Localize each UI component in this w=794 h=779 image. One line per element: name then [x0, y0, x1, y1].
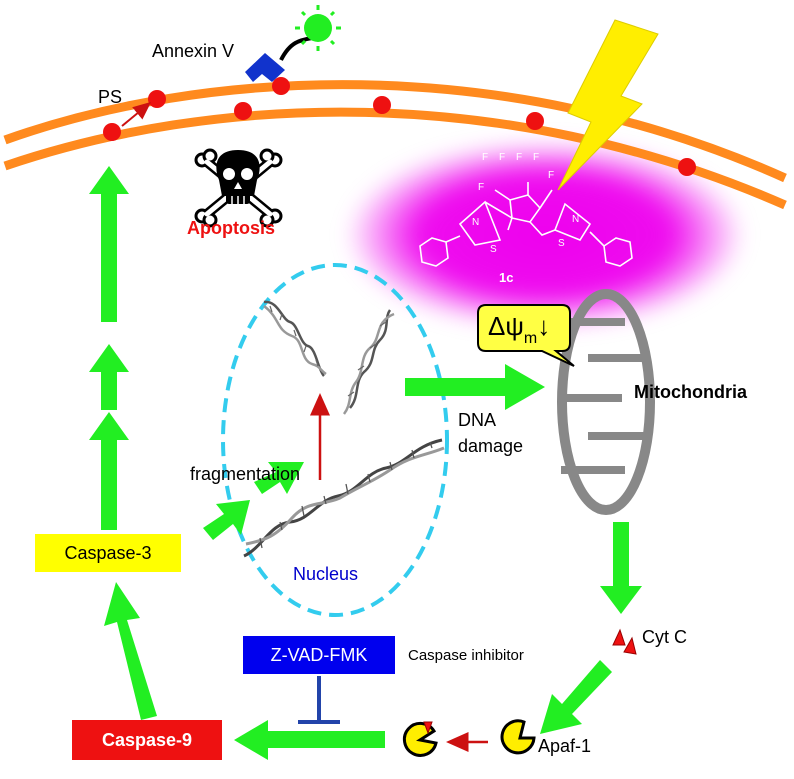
arrow-mito-down: [600, 522, 642, 614]
delta-psi-sub: m: [523, 330, 538, 347]
compound-1c-structure: [419, 182, 633, 267]
atom-n: N: [572, 214, 579, 225]
arrow-caspase3-up-2: [89, 344, 129, 410]
cytc-label: Cyt C: [642, 627, 687, 647]
arrow-casp9-casp3: [104, 582, 157, 720]
dna-icon: [342, 309, 395, 415]
arrow-fragmentation-1: [203, 500, 250, 540]
arrow-apaf-casp9: [234, 720, 385, 760]
membrane-outer: [3, 80, 787, 183]
zvad-box: Z-VAD-FMK: [243, 636, 395, 674]
atom-f: F: [533, 152, 539, 163]
atom-n: N: [472, 217, 479, 228]
apaf1-label: Apaf-1: [538, 736, 592, 756]
ps-label: PS: [98, 87, 123, 107]
compound-atom-labels: F F F F F F N N S S: [472, 152, 579, 255]
ps-dot: [103, 123, 121, 141]
sun-icon: [295, 5, 341, 51]
caspase3-label: Caspase-3: [64, 542, 152, 563]
atom-f: F: [482, 152, 488, 163]
apaf-icon: [402, 719, 536, 757]
caspase9-label: Caspase-9: [101, 729, 193, 750]
nucleus-outline: [221, 263, 449, 617]
inhibition-bar: [298, 676, 340, 724]
atom-f: F: [516, 152, 522, 163]
arrow-dna-damage: [405, 364, 545, 410]
arrow-caspase3-up-3: [89, 166, 129, 322]
ps-flip-arrow: [121, 101, 152, 127]
atom-s: S: [558, 238, 565, 249]
zvad-label: Z-VAD-FMK: [270, 644, 368, 665]
delta-psi-arrow: ↓: [537, 311, 551, 341]
atom-f: F: [548, 170, 554, 181]
annexin-label: Annexin V: [152, 41, 235, 61]
atom-f: F: [478, 182, 484, 193]
annexin-icon: [245, 36, 313, 82]
ps-dot: [272, 77, 290, 95]
apoptosis-label: Apoptosis: [187, 218, 275, 238]
dna-damage-label-1: DNA: [458, 410, 497, 430]
caspase3-box: Caspase-3: [35, 534, 181, 572]
delta-psi-label: Δψm↓: [488, 311, 551, 347]
compound-label: 1c: [499, 270, 513, 285]
delta-psi-main: Δψ: [488, 311, 524, 341]
compound-glow: [345, 140, 745, 330]
arrow-cytc-apaf: [540, 660, 612, 734]
mitochondria-label: Mitochondria: [634, 382, 747, 402]
arrow-fragmentation-2: [254, 462, 304, 494]
ps-dot: [373, 96, 391, 114]
ps-dot: [526, 112, 544, 130]
caspase-inhibitor-label: Caspase inhibitor: [408, 647, 524, 664]
delta-psi-callout: [477, 304, 575, 367]
ps-dot: [234, 102, 252, 120]
dna-icon: [263, 300, 327, 377]
caspase9-box: Caspase-9: [72, 720, 222, 760]
green-arrows: [89, 166, 642, 760]
dna-icon: [243, 438, 445, 558]
fragmentation-label: fragmentation: [190, 464, 301, 484]
atom-s: S: [490, 244, 497, 255]
membrane-inner: [3, 107, 787, 210]
nucleus-label: Nucleus: [293, 564, 359, 584]
arrow-caspase3-up-1: [89, 412, 129, 530]
ps-dot: [678, 158, 696, 176]
dna-damage-label-2: damage: [458, 436, 524, 456]
mitochondria-icon: [557, 289, 655, 515]
ps-dot: [148, 90, 166, 108]
cytc-icon: [612, 628, 637, 655]
membrane-dots: [103, 77, 696, 176]
atom-f: F: [499, 152, 505, 163]
lightning-icon: [557, 19, 659, 191]
skull-icon: [194, 148, 283, 228]
